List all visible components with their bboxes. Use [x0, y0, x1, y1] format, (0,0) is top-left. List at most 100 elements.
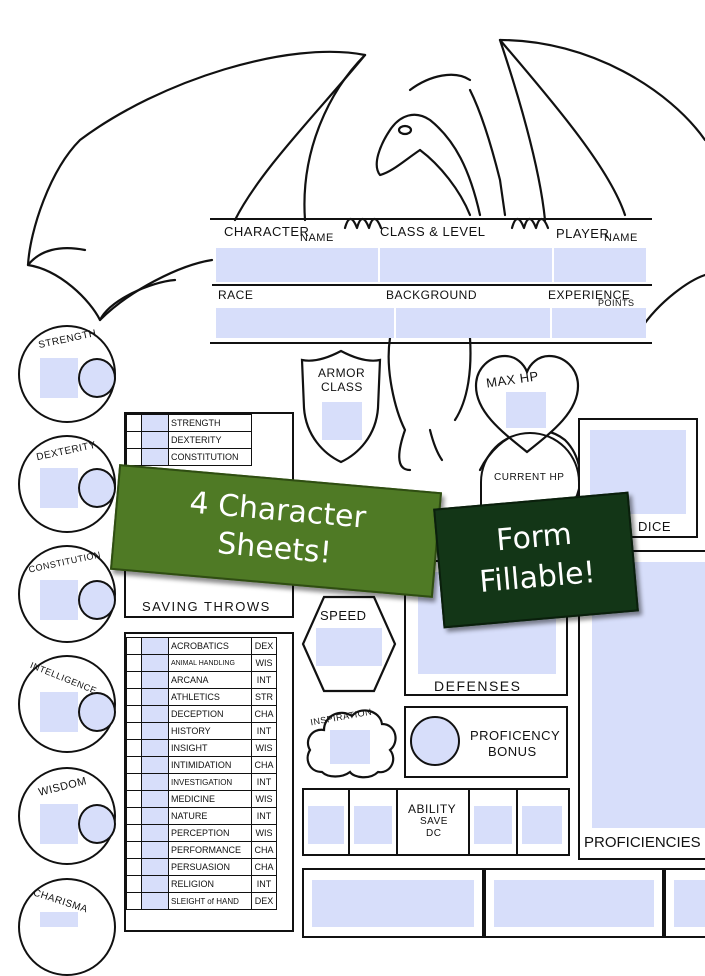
defenses-label: DEFENSES: [434, 678, 522, 694]
bottom-field-3[interactable]: [674, 880, 705, 927]
save-dc-field-1[interactable]: [308, 806, 344, 844]
save-dc-divider: [396, 788, 398, 856]
proficiency-bonus-label: PROFICENCY: [470, 728, 561, 743]
save-dc-field-2[interactable]: [354, 806, 392, 844]
saving-throw-row: STRENGTH: [126, 414, 252, 432]
skill-bonus-field[interactable]: [141, 671, 169, 689]
skill-bonus-field[interactable]: [141, 756, 169, 774]
skill-bonus-field[interactable]: [141, 790, 169, 808]
skill-name: HISTORY: [168, 722, 252, 740]
race-field[interactable]: [216, 308, 394, 338]
save-bonus-field[interactable]: [141, 414, 169, 432]
ability-mod-wisdom[interactable]: [78, 804, 116, 844]
save-bonus-field[interactable]: [141, 448, 169, 466]
skill-proficiency-checkbox[interactable]: [126, 671, 142, 689]
save-proficiency-checkbox[interactable]: [126, 431, 142, 449]
save-proficiency-checkbox[interactable]: [126, 448, 142, 466]
skill-ability: DEX: [251, 637, 277, 655]
class-level-label: CLASS & LEVEL: [380, 224, 486, 239]
ability-mod-strength[interactable]: [78, 358, 116, 398]
speed-field[interactable]: [316, 628, 382, 666]
player-name-field[interactable]: [554, 248, 646, 282]
skill-proficiency-checkbox[interactable]: [126, 773, 142, 791]
skill-proficiency-checkbox[interactable]: [126, 892, 142, 910]
skill-bonus-field[interactable]: [141, 875, 169, 893]
save-bonus-field[interactable]: [141, 431, 169, 449]
skill-proficiency-checkbox[interactable]: [126, 841, 142, 859]
experience-field[interactable]: [552, 308, 646, 338]
skill-bonus-field[interactable]: [141, 722, 169, 740]
background-field[interactable]: [396, 308, 550, 338]
skill-ability: CHA: [251, 858, 277, 876]
skill-name: ANIMAL HANDLING: [168, 654, 252, 672]
ability-mod-constitution[interactable]: [78, 580, 116, 620]
class-level-field[interactable]: [380, 248, 552, 282]
character-name-label: CHARACTER: [224, 224, 310, 239]
skill-proficiency-checkbox[interactable]: [126, 858, 142, 876]
proficiency-bonus-field[interactable]: [410, 716, 460, 766]
proficiencies-label: PROFICIENCIES: [584, 834, 701, 851]
skill-proficiency-checkbox[interactable]: [126, 654, 142, 672]
skill-bonus-field[interactable]: [141, 858, 169, 876]
skill-proficiency-checkbox[interactable]: [126, 807, 142, 825]
max-hp-field[interactable]: [506, 392, 546, 428]
skill-bonus-field[interactable]: [141, 688, 169, 706]
ability-score-wisdom[interactable]: [40, 804, 78, 844]
ability-score-intelligence[interactable]: [40, 692, 78, 732]
skill-name: INSIGHT: [168, 739, 252, 757]
skill-name: ARCANA: [168, 671, 252, 689]
skill-bonus-field[interactable]: [141, 739, 169, 757]
player-name-label-2: NAME: [604, 232, 638, 244]
skill-bonus-field[interactable]: [141, 892, 169, 910]
skill-name: PERCEPTION: [168, 824, 252, 842]
dragon-illustration: [26, 38, 705, 502]
skill-name: INTIMIDATION: [168, 756, 252, 774]
skill-proficiency-checkbox[interactable]: [126, 637, 142, 655]
bottom-field-2[interactable]: [494, 880, 654, 927]
skill-bonus-field[interactable]: [141, 807, 169, 825]
bottom-field-1[interactable]: [312, 880, 474, 927]
skill-bonus-field[interactable]: [141, 654, 169, 672]
skill-proficiency-checkbox[interactable]: [126, 875, 142, 893]
skill-bonus-field[interactable]: [141, 705, 169, 723]
save-dc-label-3: DC: [426, 828, 442, 839]
skill-proficiency-checkbox[interactable]: [126, 824, 142, 842]
armor-class-label-2: CLASS: [321, 380, 363, 394]
ability-score-dexterity[interactable]: [40, 468, 78, 508]
skill-bonus-field[interactable]: [141, 824, 169, 842]
skill-proficiency-checkbox[interactable]: [126, 688, 142, 706]
inspiration-field[interactable]: [330, 730, 370, 764]
ability-mod-intelligence[interactable]: [78, 692, 116, 732]
skill-proficiency-checkbox[interactable]: [126, 790, 142, 808]
ability-score-strength[interactable]: [40, 358, 78, 398]
skill-ability: INT: [251, 671, 277, 689]
skill-proficiency-checkbox[interactable]: [126, 756, 142, 774]
saving-throws-table: STRENGTH DEXTERITY CONSTITUTION: [126, 414, 252, 466]
skill-ability: WIS: [251, 790, 277, 808]
skill-bonus-field[interactable]: [141, 637, 169, 655]
ability-mod-dexterity[interactable]: [78, 468, 116, 508]
skill-proficiency-checkbox[interactable]: [126, 739, 142, 757]
skill-bonus-field[interactable]: [141, 773, 169, 791]
ability-score-charisma[interactable]: [40, 912, 78, 927]
save-proficiency-checkbox[interactable]: [126, 414, 142, 432]
skill-name: PERFORMANCE: [168, 841, 252, 859]
skill-proficiency-checkbox[interactable]: [126, 722, 142, 740]
save-dc-field-3[interactable]: [474, 806, 512, 844]
skill-proficiency-checkbox[interactable]: [126, 705, 142, 723]
character-name-field[interactable]: [216, 248, 378, 282]
save-dc-field-4[interactable]: [522, 806, 562, 844]
save-dc-divider: [348, 788, 350, 856]
skill-bonus-field[interactable]: [141, 841, 169, 859]
armor-class-field[interactable]: [322, 402, 362, 440]
ability-score-constitution[interactable]: [40, 580, 78, 620]
skill-name: INVESTIGATION: [168, 773, 252, 791]
